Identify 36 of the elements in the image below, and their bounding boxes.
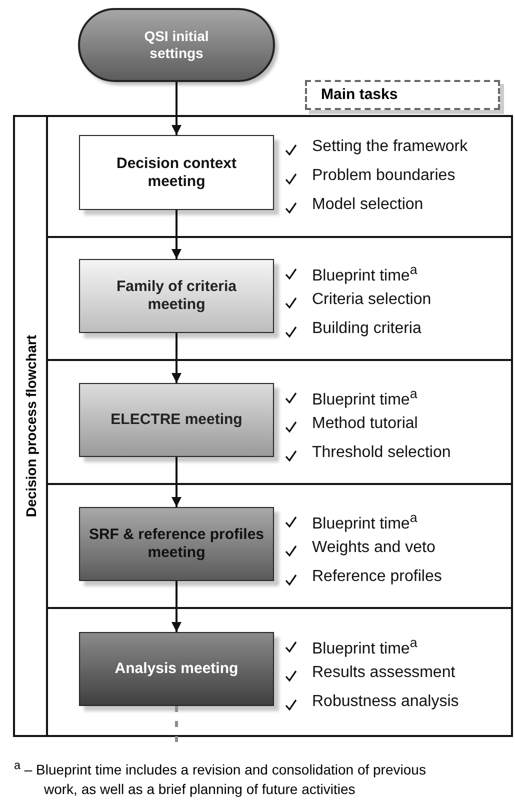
meeting-box [79,135,274,210]
task-item: Blueprint time$^{a}$ [312,510,418,534]
arrow [172,457,182,507]
flowchart-frame [13,115,513,737]
task-item: Threshold selection [312,444,451,462]
task-item: Results assessment [312,664,456,682]
frame-title: Decision process flowchart [22,334,38,518]
meeting-box [79,507,274,581]
arrow [172,82,182,135]
footnote: $^{a}$ – Blueprint time includes a revision and consolidation of previous work, as well as a brief planning of future activities [14,758,427,798]
terminal-label: QSI initial settings [143,28,210,62]
arrow [172,581,182,632]
meeting-box [79,632,274,706]
task-item: Problem boundaries [312,167,456,185]
task-item: Blueprint time$^{a}$ [312,386,418,410]
meeting-label: ELECTRE meeting [110,411,244,429]
meeting-label: Analysis meeting [114,660,240,678]
task-item: Reference profiles [312,568,442,586]
task-item: Blueprint time$^{a}$ [312,635,418,658]
meeting-label: Family of criteria meeting [115,278,238,314]
task-item: Robustness analysis [312,693,459,711]
meeting-label: SRF & reference profiles meeting [88,526,266,562]
meeting-box [79,259,274,333]
column-heading: Main tasks [321,86,398,104]
task-item: Weights and veto [312,539,436,557]
task-item: Criteria selection [312,291,432,309]
meeting-label: Decision context meeting [115,154,238,190]
task-item: Blueprint time$^{a}$ [312,262,418,286]
task-item: Method tutorial [312,415,418,433]
meeting-box [79,383,274,457]
arrow [172,333,182,383]
task-item: Setting the framework [312,138,468,156]
task-item: Model selection [312,196,424,214]
task-item: Building criteria [312,320,422,338]
arrow [172,210,182,259]
start-terminal [78,8,275,82]
